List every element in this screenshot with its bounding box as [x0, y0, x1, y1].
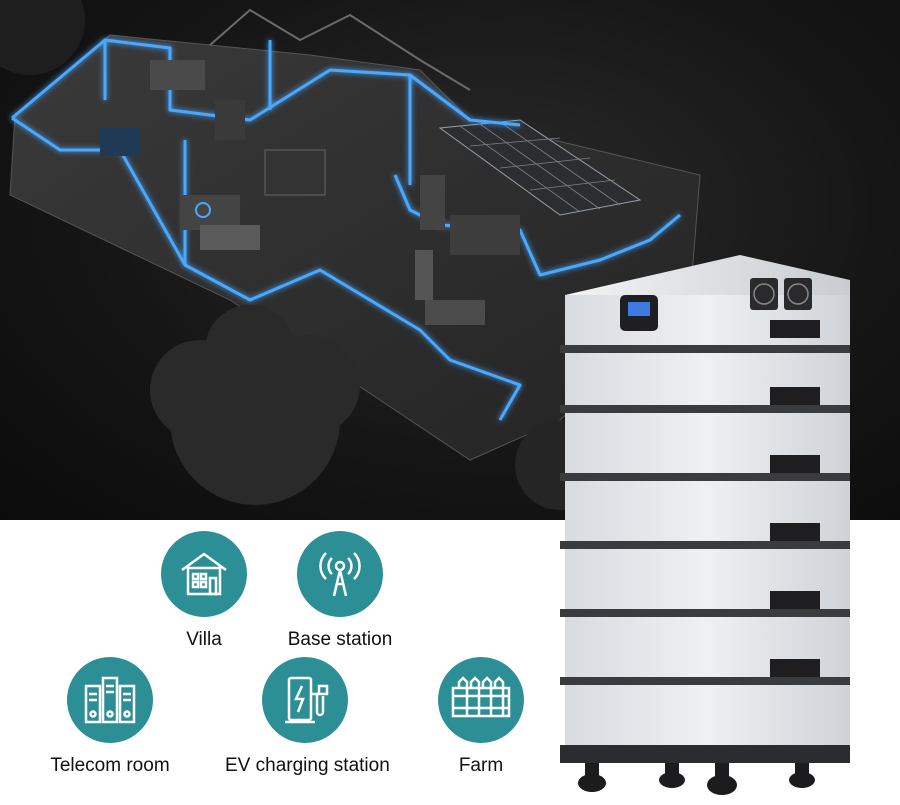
app-telecom-room: Telecom room	[30, 657, 190, 777]
tree-illustration	[150, 305, 360, 505]
villa-icon	[161, 531, 247, 617]
battery-fan-vents	[750, 278, 812, 310]
telecom-room-label: Telecom room	[50, 755, 170, 776]
fence-icon	[438, 657, 524, 743]
server-racks-icon	[67, 657, 153, 743]
battery-modules	[560, 345, 850, 745]
ev-charging-station-label: EV charging station	[225, 755, 390, 776]
antenna-icon	[297, 531, 383, 617]
app-base-station: Base station	[260, 531, 420, 651]
farm-label: Farm	[458, 755, 504, 776]
base-station-label: Base station	[287, 629, 393, 650]
app-villa: Villa	[124, 531, 284, 651]
ev-charger-icon	[262, 657, 348, 743]
app-farm: Farm	[401, 657, 561, 777]
battery-wheels	[578, 763, 815, 795]
stacked-battery-cabinet	[540, 250, 870, 805]
battery-base	[560, 745, 850, 763]
villa-label: Villa	[186, 629, 222, 650]
app-ev-charging-station: EV charging station	[225, 657, 390, 777]
